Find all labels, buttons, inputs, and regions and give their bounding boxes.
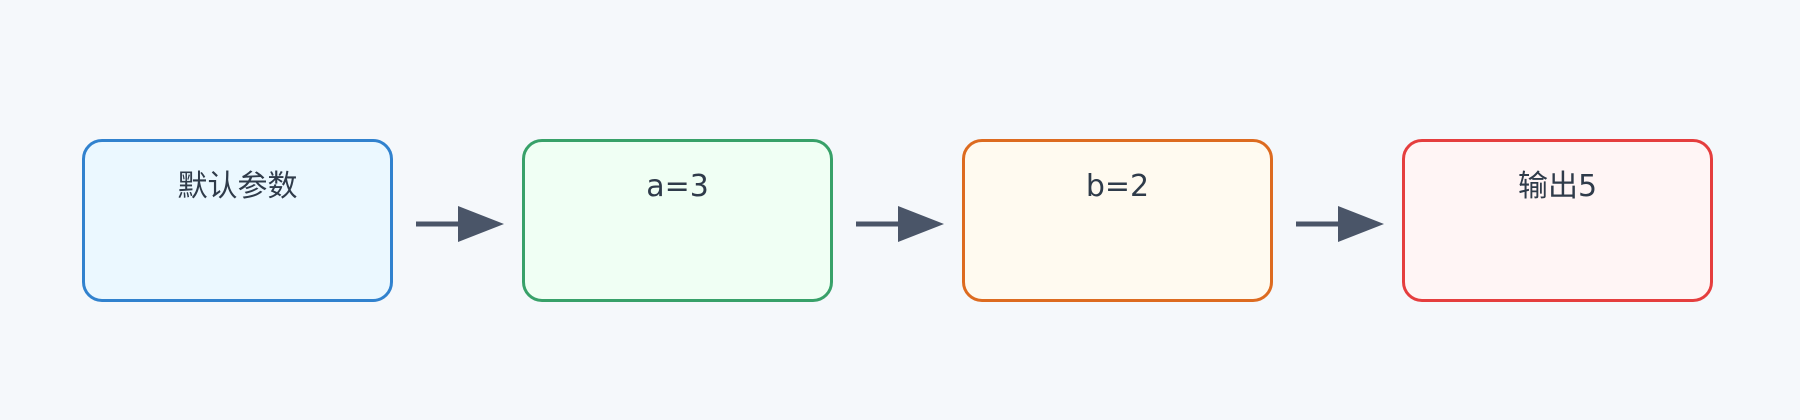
node-label: a=3 (646, 169, 709, 204)
node-label: 默认参数 (177, 169, 298, 204)
node-default-params: 默认参数 (82, 139, 393, 302)
node-label: 输出5 (1517, 169, 1598, 204)
node-label: b=2 (1085, 169, 1150, 204)
arrow-icon (856, 206, 944, 242)
node-a-equals-3: a=3 (522, 139, 833, 302)
node-output-5: 输出5 (1402, 139, 1713, 302)
arrow-icon (1296, 206, 1384, 242)
node-b-equals-2: b=2 (962, 139, 1273, 302)
arrow-icon (416, 206, 504, 242)
